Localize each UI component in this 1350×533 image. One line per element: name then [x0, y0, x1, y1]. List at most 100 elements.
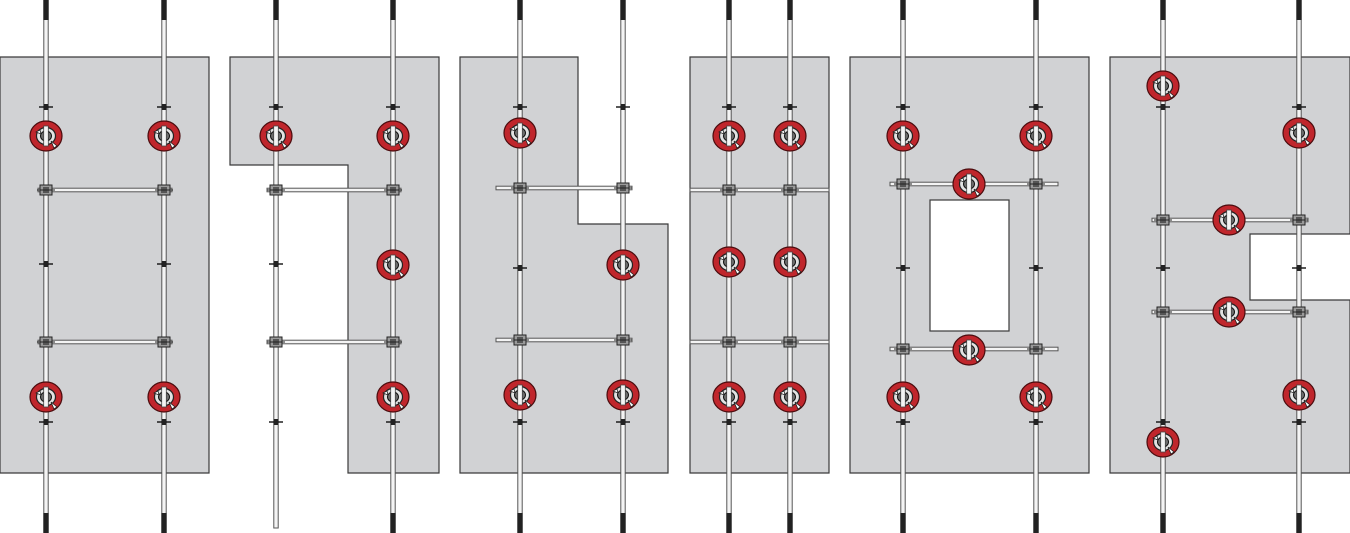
panel-with-window-opening [849, 0, 1090, 533]
lifting-anchor-icon [1212, 204, 1246, 236]
lifting-anchor-icon [503, 379, 537, 411]
rod-marker-icon [783, 419, 797, 425]
rod-marker-icon [39, 419, 53, 425]
rod-clamp-icon [384, 184, 402, 196]
rod-clamp-icon [1154, 214, 1172, 226]
rod-top-end [273, 0, 279, 20]
rod-clamp-icon [614, 182, 632, 194]
lifting-anchor-icon [376, 249, 410, 281]
horizontal-brace [689, 187, 830, 193]
rod-clamp-icon [720, 184, 738, 196]
rod-marker-icon [1029, 419, 1043, 425]
lifting-anchor-icon [1146, 70, 1180, 102]
rod-top-end [517, 0, 523, 20]
rod-marker-icon [783, 104, 797, 110]
lifting-anchor-icon [147, 381, 181, 413]
lifting-anchor-icon [606, 249, 640, 281]
rod-clamp-icon [37, 336, 55, 348]
brace-assembly [689, 339, 830, 345]
panel-outline [1109, 56, 1350, 474]
rod-marker-icon [1292, 104, 1306, 110]
rod-marker-icon [1156, 419, 1170, 425]
lifting-anchor-icon [952, 168, 986, 200]
rod-clamp-icon [894, 178, 912, 190]
brace-assembly [689, 187, 830, 193]
rod-clamp-icon [1290, 214, 1308, 226]
panel-with-side-notch [1109, 0, 1350, 533]
brace-assembly [266, 187, 402, 193]
rod-marker-icon [157, 419, 171, 425]
rod-clamp-icon [155, 184, 173, 196]
rod-marker-icon [269, 419, 283, 425]
lifting-anchor-icon [952, 334, 986, 366]
rod-top-end [43, 0, 49, 20]
rod-bottom-end [787, 513, 793, 533]
rod-clamp-icon [894, 343, 912, 355]
rod-top-end [787, 0, 793, 20]
rod-bottom-end [43, 513, 49, 533]
rod-top-end [620, 0, 626, 20]
rod-marker-icon [616, 419, 630, 425]
rod-bottom-end [1296, 513, 1302, 533]
rod-bottom-end [900, 513, 906, 533]
window-opening [929, 199, 1010, 332]
lifting-anchor-icon [773, 120, 807, 152]
rod-top-end [1033, 0, 1039, 20]
rod-marker-icon [513, 419, 527, 425]
rod-marker-icon [386, 419, 400, 425]
rod-marker-icon [513, 265, 527, 271]
rod-marker-icon [896, 419, 910, 425]
rod-marker-icon [39, 261, 53, 267]
rod-clamp-icon [511, 334, 529, 346]
lifting-anchor-icon [712, 120, 746, 152]
lifting-anchor-icon [259, 120, 293, 152]
lifting-anchor-icon [1019, 381, 1053, 413]
rod-clamp-icon [267, 336, 285, 348]
rod-bottom-end [161, 513, 167, 533]
rod-top-end [900, 0, 906, 20]
horizontal-brace [266, 339, 402, 345]
rod-top-end [726, 0, 732, 20]
lifting-anchor-icon [376, 381, 410, 413]
rod-marker-icon [386, 104, 400, 110]
rod-clamp-icon [1027, 343, 1045, 355]
rod-bottom-end [1033, 513, 1039, 533]
rod-top-end [161, 0, 167, 20]
rod-marker-icon [896, 104, 910, 110]
rod-clamp-icon [384, 336, 402, 348]
lifting-anchor-icon [606, 379, 640, 411]
rod-bottom-end [390, 513, 396, 533]
brace-assembly [37, 187, 173, 193]
stepped-panel [459, 0, 669, 533]
panel-outline [0, 56, 210, 474]
rod-clamp-icon [37, 184, 55, 196]
rod-marker-icon [722, 104, 736, 110]
rod-marker-icon [896, 265, 910, 271]
rod-clamp-icon [1290, 306, 1308, 318]
rod-clamp-icon [1027, 178, 1045, 190]
rod-marker-icon [157, 104, 171, 110]
lifting-anchor-icon [773, 246, 807, 278]
lifting-anchor-icon [29, 120, 63, 152]
rod-clamp-icon [614, 334, 632, 346]
lifting-anchor-icon [147, 120, 181, 152]
lifting-anchor-icon [376, 120, 410, 152]
lifting-anchor-icon [886, 120, 920, 152]
lifting-anchor-icon [1146, 426, 1180, 458]
rod-marker-icon [722, 419, 736, 425]
rod-clamp-icon [781, 184, 799, 196]
rod-marker-icon [616, 104, 630, 110]
rod-bottom-end [517, 513, 523, 533]
rod-marker-icon [269, 261, 283, 267]
rod-clamp-icon [781, 336, 799, 348]
rod-top-end [1296, 0, 1302, 20]
lifting-anchor-icon [1282, 379, 1316, 411]
rod-marker-icon [1029, 104, 1043, 110]
horizontal-brace [689, 339, 830, 345]
lifting-anchor-icon [1212, 296, 1246, 328]
lifting-anchor-icon [1019, 120, 1053, 152]
rod-clamp-icon [720, 336, 738, 348]
brace-assembly [266, 339, 402, 345]
lifting-anchor-icon [773, 381, 807, 413]
